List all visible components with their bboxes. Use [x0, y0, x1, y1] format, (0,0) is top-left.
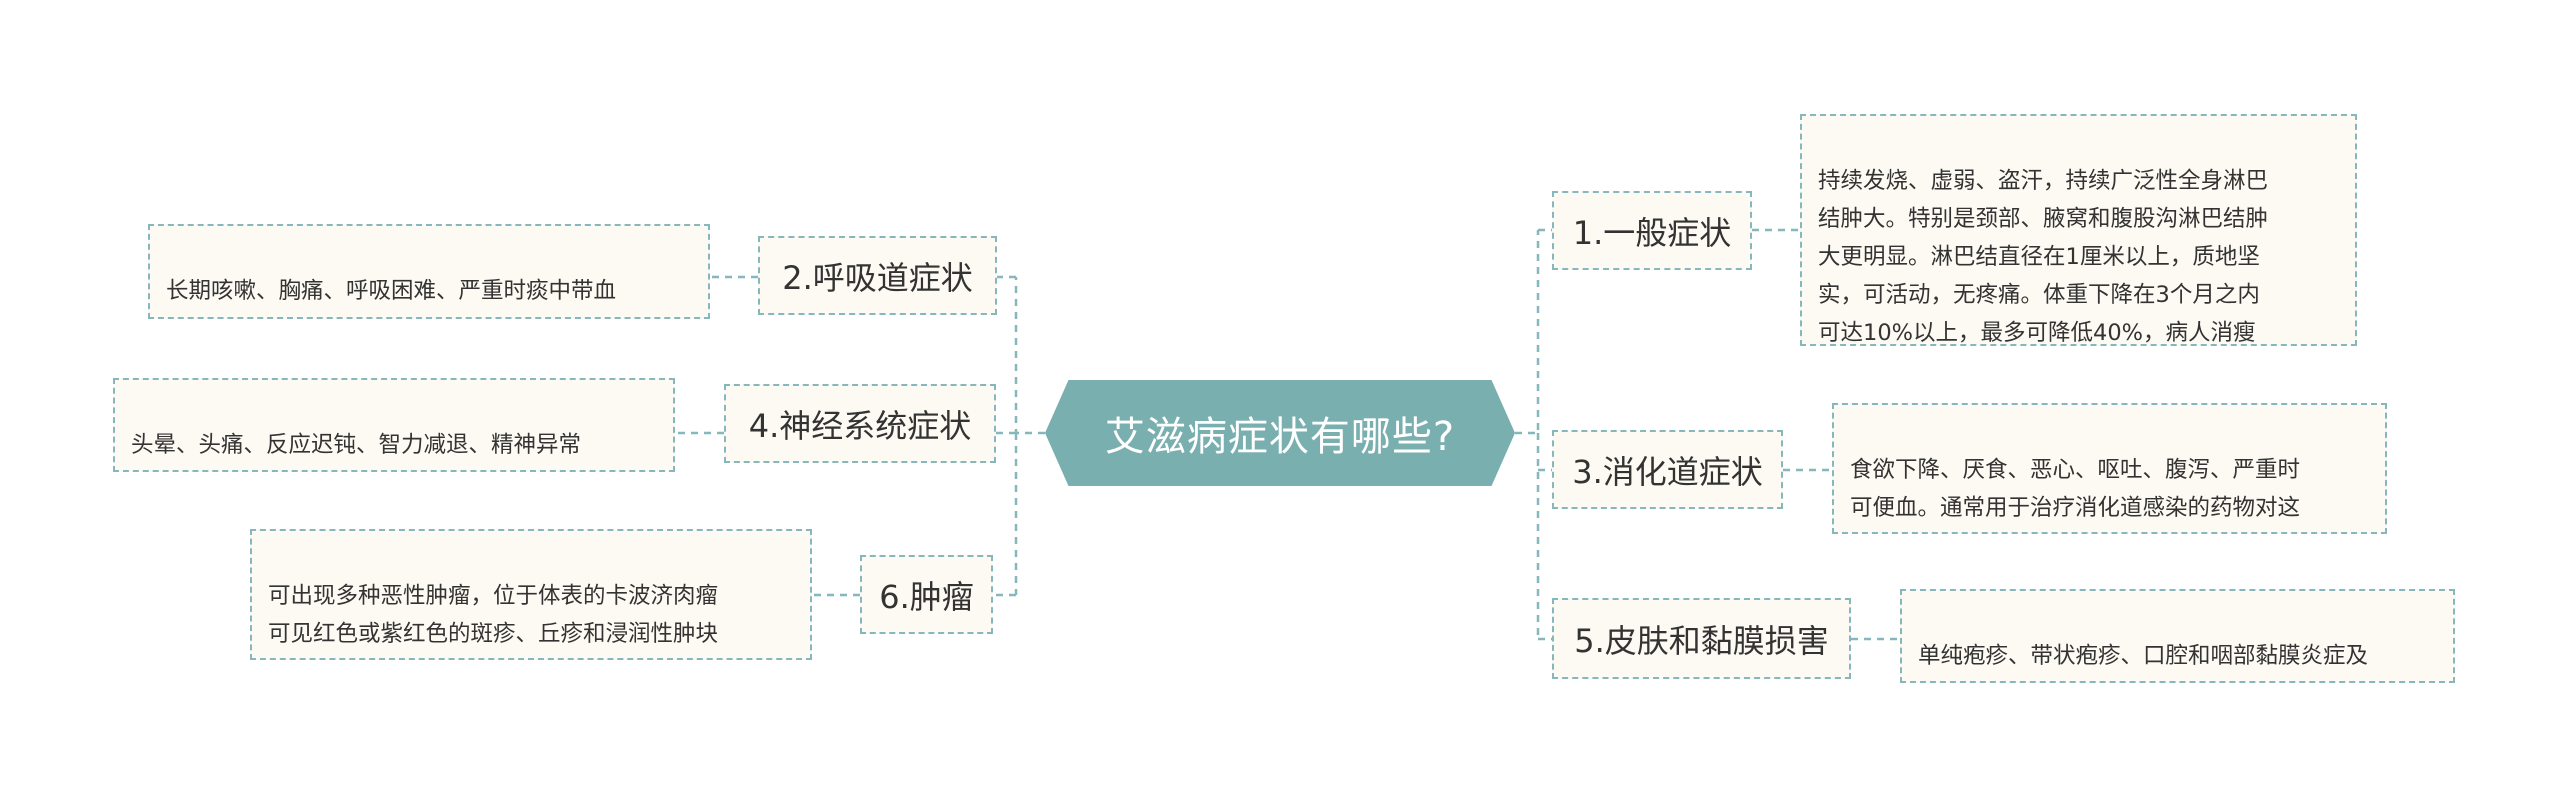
note-text: 食欲下降、厌食、恶心、呕吐、腹泻、严重时 可便血。通常用于治疗消化道感染的药物对…	[1850, 457, 2301, 521]
central-topic[interactable]: 艾滋病症状有哪些?	[1045, 380, 1515, 486]
note-skin-mucosa: 单纯疱疹、带状疱疹、口腔和咽部黏膜炎症及 溃烂。	[1900, 589, 2455, 683]
connector-left-trunk	[1014, 277, 1045, 595]
note-digestive-symptoms: 食欲下降、厌食、恶心、呕吐、腹泻、严重时 可便血。通常用于治疗消化道感染的药物对…	[1832, 403, 2387, 534]
connector-right-trunk	[1515, 230, 1540, 639]
topic-label: 6.肿瘤	[879, 577, 974, 616]
topic-label: 4.神经系统症状	[748, 406, 972, 445]
topic-digestive-symptoms[interactable]: 3.消化道症状	[1552, 430, 1783, 509]
note-tumor: 可出现多种恶性肿瘤，位于体表的卡波济肉瘤 可见红色或紫红色的斑疹、丘疹和浸润性肿…	[250, 529, 812, 660]
topic-label: 2.呼吸道症状	[782, 258, 973, 297]
note-text: 可出现多种恶性肿瘤，位于体表的卡波济肉瘤 可见红色或紫红色的斑疹、丘疹和浸润性肿…	[268, 583, 719, 647]
topic-respiratory-symptoms[interactable]: 2.呼吸道症状	[758, 236, 997, 315]
note-nervous-system: 头晕、头痛、反应迟钝、智力减退、精神异常 、抽搐、偏瘫、痴呆等。	[113, 378, 675, 472]
topic-nervous-system[interactable]: 4.神经系统症状	[724, 384, 996, 463]
topic-label: 1.一般症状	[1572, 213, 1732, 252]
note-respiratory-symptoms: 长期咳嗽、胸痛、呼吸困难、严重时痰中带血 。	[148, 224, 710, 319]
topic-label: 5.皮肤和黏膜损害	[1574, 621, 1829, 660]
note-text: 持续发烧、虚弱、盗汗，持续广泛性全身淋巴 结肿大。特别是颈部、腋窝和腹股沟淋巴结…	[1818, 168, 2269, 346]
topic-skin-mucosa[interactable]: 5.皮肤和黏膜损害	[1552, 598, 1851, 679]
note-text: 头晕、头痛、反应迟钝、智力减退、精神异常 、抽搐、偏瘫、痴呆等。	[131, 432, 582, 458]
note-text: 单纯疱疹、带状疱疹、口腔和咽部黏膜炎症及 溃烂。	[1918, 643, 2369, 669]
topic-tumor[interactable]: 6.肿瘤	[860, 555, 993, 634]
note-general-symptoms: 持续发烧、虚弱、盗汗，持续广泛性全身淋巴 结肿大。特别是颈部、腋窝和腹股沟淋巴结…	[1800, 114, 2357, 346]
central-topic-label: 艾滋病症状有哪些?	[1104, 414, 1456, 460]
topic-general-symptoms[interactable]: 1.一般症状	[1552, 191, 1752, 270]
note-text: 长期咳嗽、胸痛、呼吸困难、严重时痰中带血 。	[166, 278, 617, 317]
topic-label: 3.消化道症状	[1572, 452, 1763, 491]
